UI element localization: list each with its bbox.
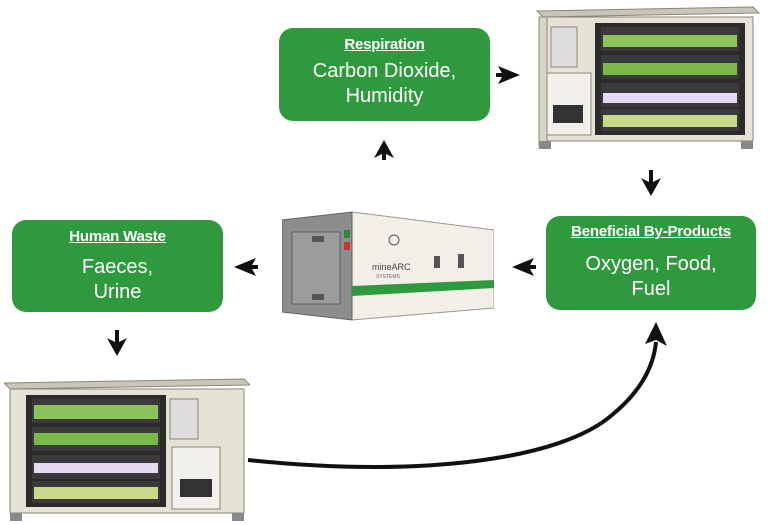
refuge-chamber-image: mineARC SYSTEMS [282, 211, 494, 321]
arrow-right-icon [496, 66, 520, 84]
arrow-down-icon [107, 330, 127, 356]
minearc-logo-text: mineARC [372, 262, 411, 272]
respiration-title: Respiration [344, 36, 425, 53]
arrow-left-icon [234, 258, 258, 276]
respiration-line-2: Humidity [345, 85, 424, 107]
arrow-up-icon [374, 140, 394, 160]
respiration-node: Respiration Carbon Dioxide, Humidity [279, 28, 490, 121]
arrow-left-icon [512, 258, 536, 276]
byproducts-line-2: Fuel [631, 278, 671, 300]
byproducts-title: Beneficial By-Products [571, 223, 731, 240]
growing-container-bottom-image [4, 378, 250, 521]
growing-container-top-image [535, 6, 761, 149]
human-waste-title: Human Waste [69, 228, 166, 245]
human-waste-line-2: Urine [93, 281, 142, 303]
human-waste-node: Human Waste Faeces, Urine [12, 220, 223, 312]
byproducts-line-1: Oxygen, Food, [585, 253, 717, 275]
human-waste-line-1: Faeces, [81, 256, 154, 278]
minearc-logo-subtext: SYSTEMS [376, 274, 401, 280]
byproducts-node: Beneficial By-Products Oxygen, Food, Fue… [546, 216, 756, 310]
arrow-down-icon [641, 170, 661, 196]
curved-arrow-icon [247, 322, 667, 469]
respiration-line-1: Carbon Dioxide, [312, 60, 457, 82]
